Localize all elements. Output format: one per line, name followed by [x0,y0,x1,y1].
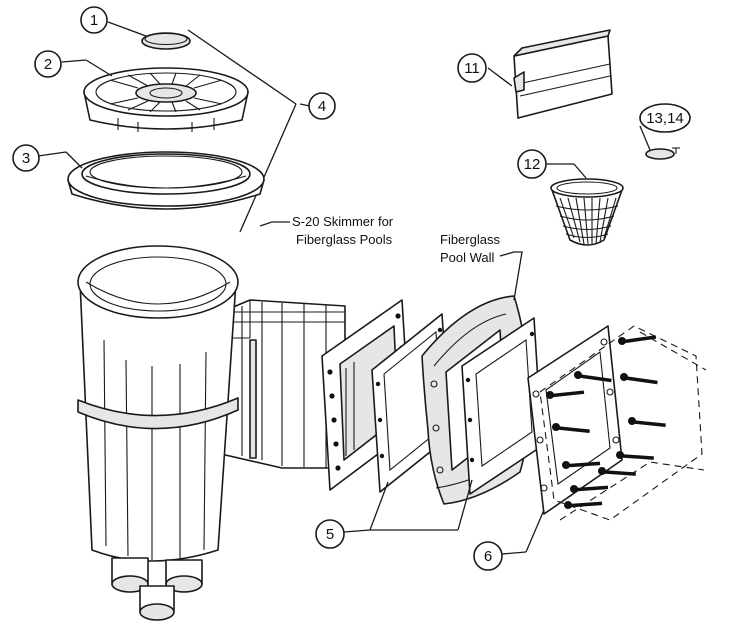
part-13-14-disc [645,147,680,160]
screws-group [539,325,707,521]
pool-wall-note-line-2: Pool Wall [440,250,495,265]
pool-wall-note: Fiberglass Pool Wall [440,232,500,265]
svg-text:2: 2 [44,56,52,73]
skimmer-note-line-2: Fiberglass Pools [296,232,393,247]
callout-12: 12 [517,149,547,179]
part-11-weir [513,29,613,119]
svg-text:12: 12 [524,156,541,173]
part-12-basket [550,178,624,246]
callout-11: 11 [457,53,487,83]
svg-text:5: 5 [326,526,334,543]
part-3-collar [67,151,265,210]
pool-wall-note-line-1: Fiberglass [440,232,500,247]
svg-text:4: 4 [318,98,326,115]
callout-4: 4 [308,92,336,120]
callout-2: 2 [34,50,62,78]
callout-13-14: 13,14 [639,103,691,133]
bracket-4 [187,29,297,233]
svg-text:1: 1 [90,12,98,29]
part-1-cap [141,32,191,50]
part-6-face-plate [527,325,623,515]
part-2-lid [83,67,249,132]
skimmer-body [77,245,346,621]
skimmer-note-line-1: S-20 Skimmer for [292,214,394,229]
leader-lines [37,21,651,555]
svg-text:13,14: 13,14 [646,110,684,127]
svg-text:3: 3 [22,150,30,167]
svg-text:6: 6 [484,548,492,565]
skimmer-note: S-20 Skimmer for Fiberglass Pools [292,214,394,247]
svg-text:11: 11 [464,60,480,77]
callout-1: 1 [80,6,108,34]
callout-3: 3 [12,144,40,172]
callout-5: 5 [315,519,345,549]
callout-6: 6 [473,541,503,571]
